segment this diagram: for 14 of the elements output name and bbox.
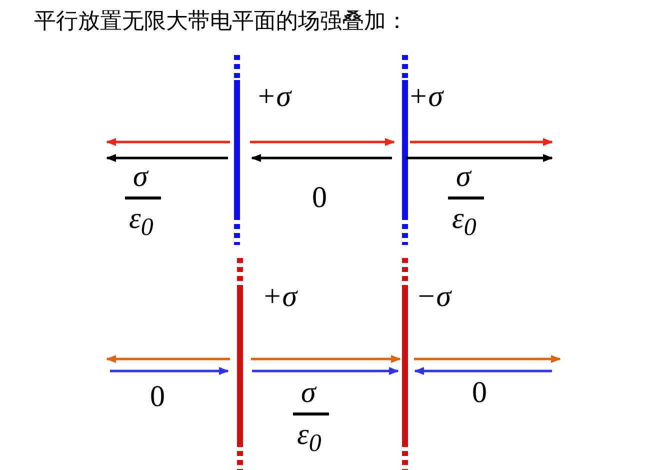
charge-density-label: +σ <box>256 82 292 112</box>
title: 平行放置无限大带电平面的场强叠加： <box>34 8 408 36</box>
charge-density-label: +σ <box>262 282 298 312</box>
field-value-label: 0 <box>150 382 165 412</box>
fraction-denominator: ε$_{0}$ <box>129 204 154 240</box>
fraction-denominator: ε$_{0}$ <box>452 204 476 240</box>
fraction-numerator: σ <box>456 162 471 192</box>
field-value-label: 0 <box>472 378 487 408</box>
charge-density-label: +σ <box>408 82 444 112</box>
fraction-denominator: ε$_{0}$ <box>297 420 322 456</box>
charge-density-label: −σ <box>416 282 452 312</box>
fraction-numerator: σ <box>133 162 148 192</box>
fraction-numerator: σ <box>301 378 316 408</box>
field-value-label: 0 <box>312 183 327 213</box>
